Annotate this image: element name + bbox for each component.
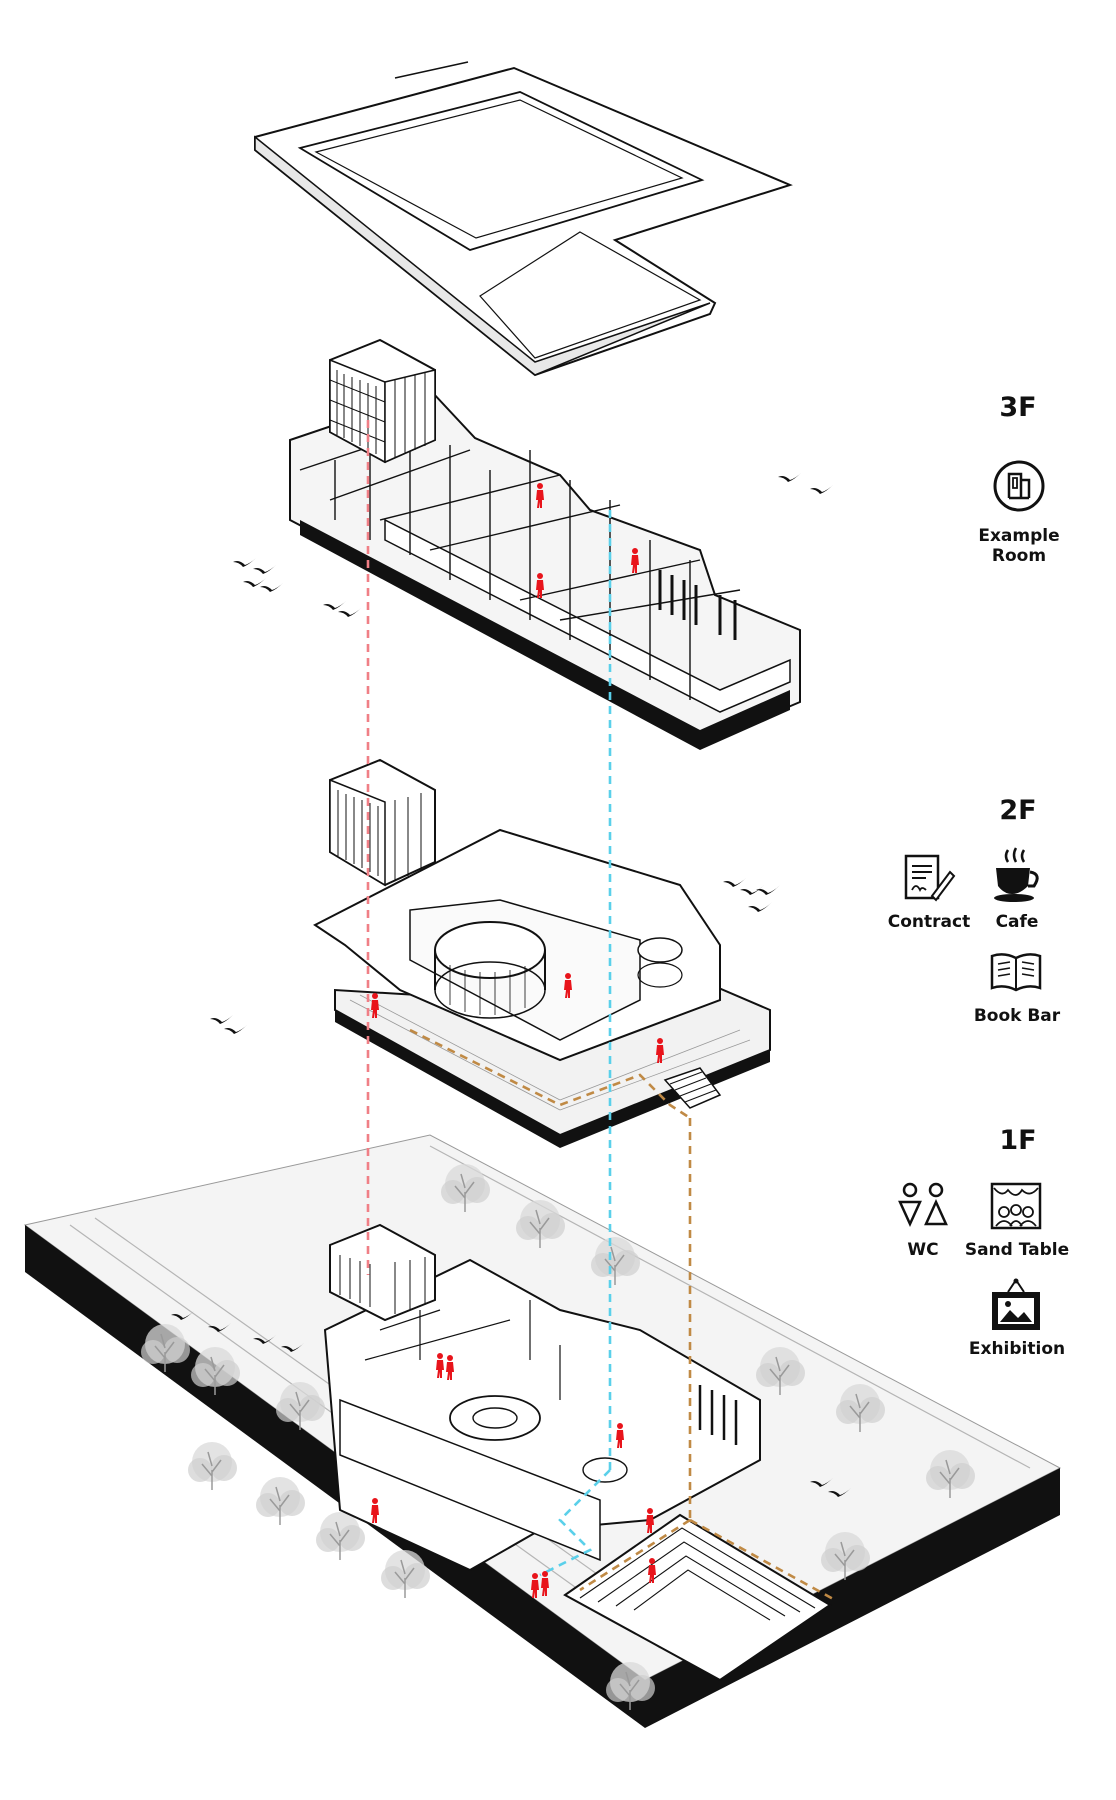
coffee-cup-icon xyxy=(994,847,1039,902)
contract-icon xyxy=(904,854,956,902)
1f-stepped-plaza xyxy=(563,1513,832,1682)
legend-wc-label: WC xyxy=(907,1240,939,1260)
legend-contract-label: Contract xyxy=(887,912,971,932)
legend-3f-title: 3F xyxy=(999,392,1037,423)
floor-2f xyxy=(313,758,771,1148)
example-room-icon xyxy=(993,460,1045,512)
legend-example-room-label: Example Room xyxy=(978,526,1060,566)
2f-stair-tower xyxy=(329,758,436,887)
1f-stair-tower xyxy=(329,1223,436,1322)
floor-3f xyxy=(289,338,801,750)
2f-spiral xyxy=(637,937,683,988)
legend-1f-title: 1F xyxy=(999,1125,1037,1156)
2f-bookshelf-drum xyxy=(434,921,546,1019)
sand-table-icon xyxy=(990,1182,1042,1230)
2f-exterior-stair xyxy=(663,1067,722,1109)
circulation-route-brown xyxy=(409,1028,836,1602)
open-book-icon xyxy=(990,953,1042,992)
restroom-icon xyxy=(898,1182,948,1228)
framed-picture-icon xyxy=(992,1278,1040,1330)
legend-sand-table-label: Sand Table xyxy=(964,1240,1070,1260)
legend-cafe-label: Cafe xyxy=(995,912,1039,932)
roof-slab xyxy=(254,61,793,377)
floor-1f xyxy=(323,1223,832,1682)
legend-book-bar-label: Book Bar xyxy=(973,1006,1061,1026)
legend-2f-title: 2F xyxy=(999,795,1037,826)
3f-stair-tower xyxy=(329,338,436,464)
legend-exhibition-label: Exhibition xyxy=(968,1339,1066,1359)
vertical-route-cyan xyxy=(539,510,612,1577)
